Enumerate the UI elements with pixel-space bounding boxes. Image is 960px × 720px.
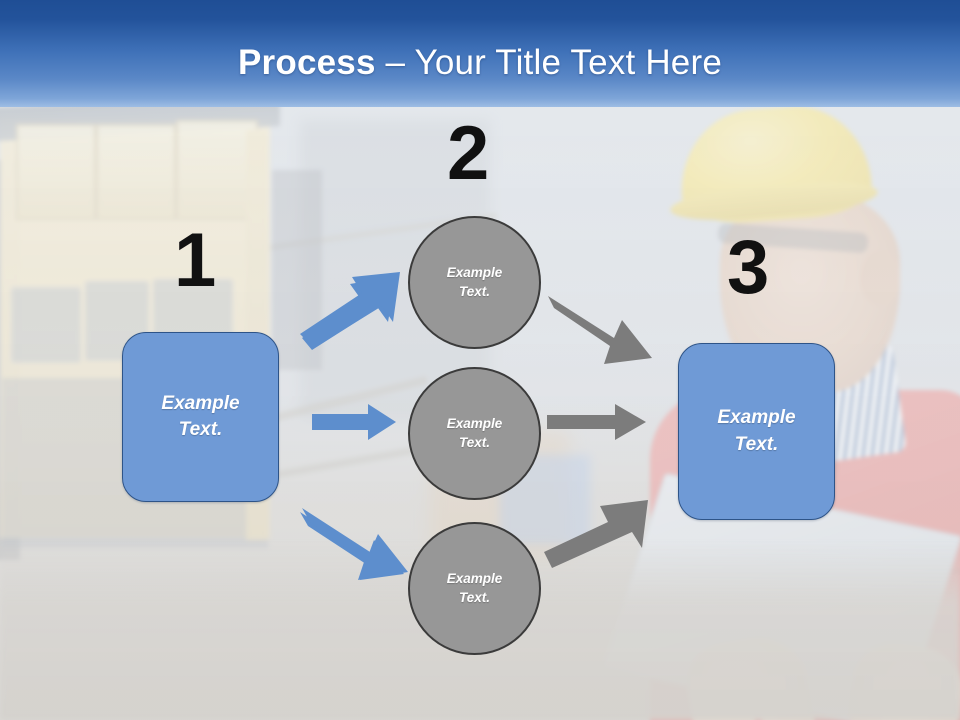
stage-2-circle-1-label-line1: Example [446,264,503,280]
stage-3-label-line2: Text. [734,433,779,455]
stage-2-circle-3[interactable]: Example Text. [408,522,541,655]
page-title-rest: – Your Title Text Here [375,42,722,82]
stage-2-circle-3-label-line2: Text. [458,589,490,605]
step-number-2: 2 [447,111,489,196]
stage-3-label-line1: Example [717,407,796,429]
stage-1-label-line2: Text. [178,419,223,440]
step-number-1: 1 [174,218,216,303]
slide-title-bar: Process – Your Title Text Here [0,0,960,107]
page-title: Process – Your Title Text Here [238,43,722,83]
stage-2-circle-1-label-line2: Text. [458,283,490,299]
stage-2-circle-2-label-line1: Example [446,415,503,431]
stage-1-label-line1: Example [161,392,240,414]
stage-3-box[interactable]: Example Text. [678,343,835,520]
stage-2-circle-2-label-line2: Text. [458,434,490,450]
stage-2-circle-1[interactable]: Example Text. [408,216,541,349]
stage-1-box[interactable]: Example Text. [122,332,279,502]
step-number-3: 3 [727,225,769,310]
stage-2-circle-2[interactable]: Example Text. [408,367,541,500]
page-title-strong: Process [238,42,376,82]
stage-2-circle-3-label-line1: Example [446,570,503,586]
